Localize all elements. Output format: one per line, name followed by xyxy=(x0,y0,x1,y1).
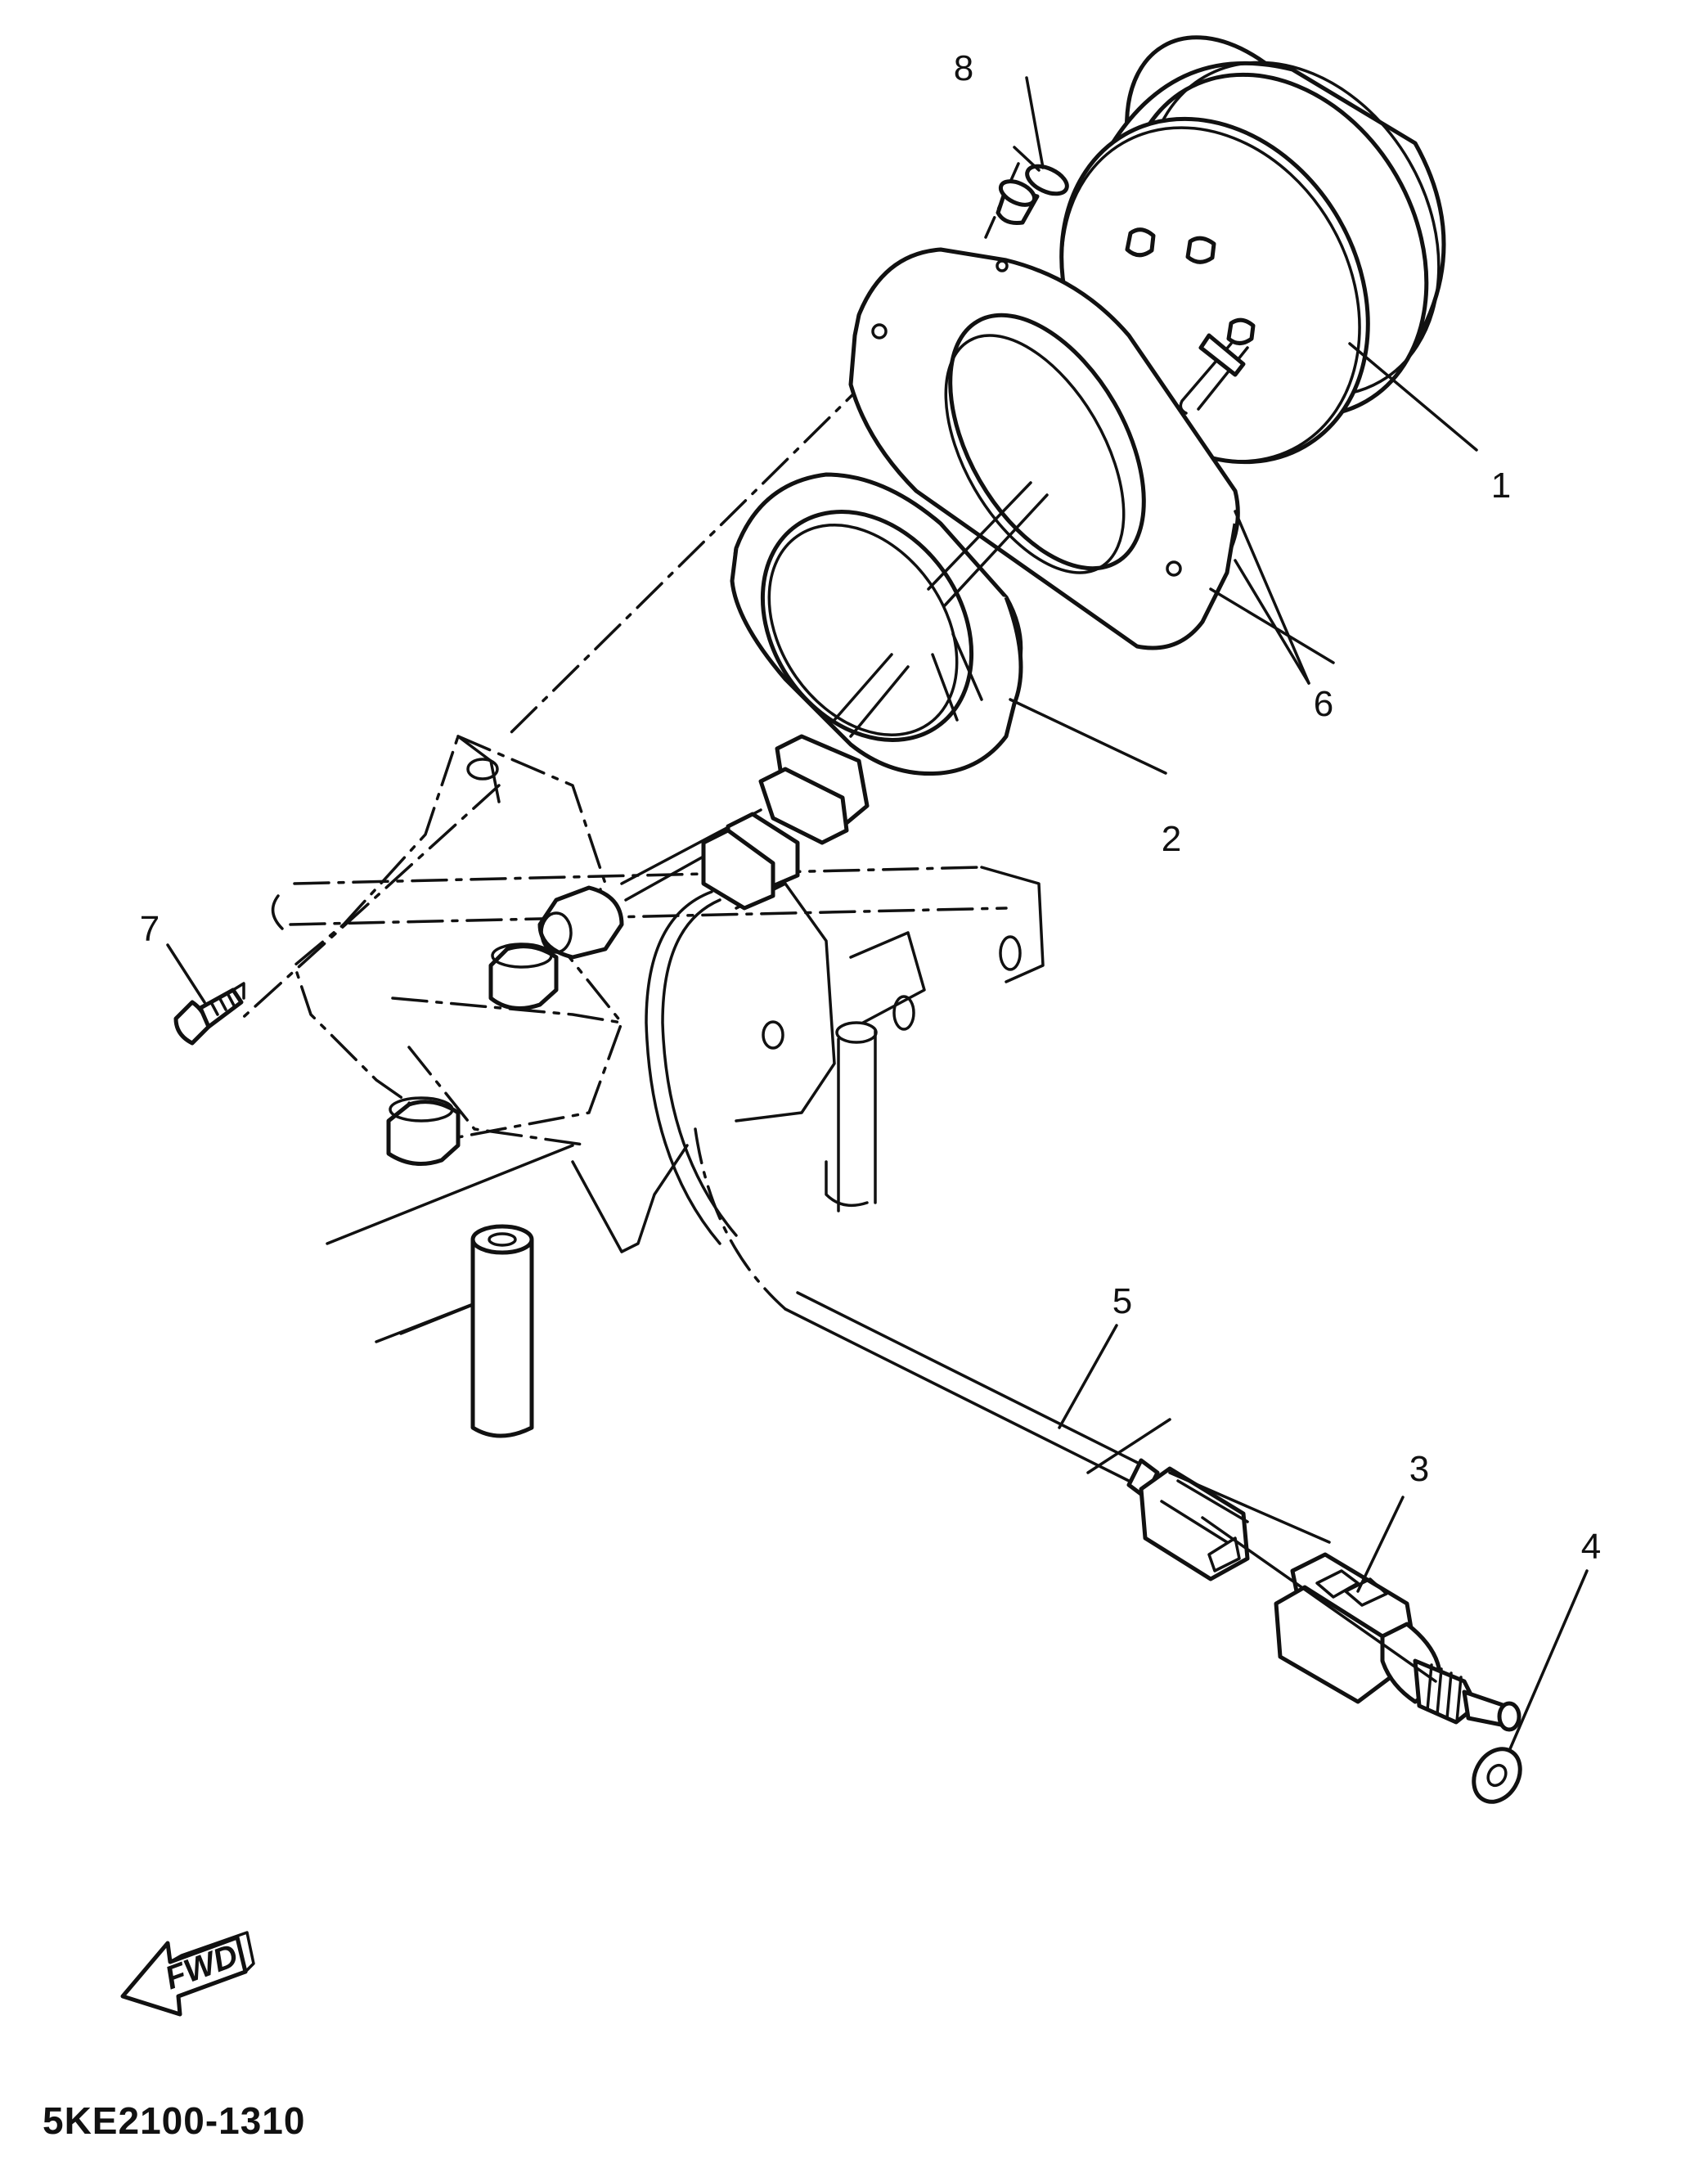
part-5-lead-wire xyxy=(645,890,1250,1581)
callout-8: 8 xyxy=(954,48,973,88)
assembly-guide-lines xyxy=(236,162,1020,1311)
part-4-washer xyxy=(1472,1747,1522,1804)
callout-2: 2 xyxy=(1162,819,1181,859)
diagram-code: 5KE2100-1310 xyxy=(43,2099,306,2142)
callout-3: 3 xyxy=(1409,1449,1429,1489)
callout-4: 4 xyxy=(1581,1527,1601,1567)
part-2-rubber-holder xyxy=(730,472,1023,776)
meter-wire-harness xyxy=(537,481,1049,960)
part-7-screw xyxy=(173,982,245,1046)
callout-1: 1 xyxy=(1491,466,1511,506)
mounting-bracket-frame xyxy=(271,734,1045,1438)
part-6-mounting-plate xyxy=(848,247,1240,650)
callout-labels: 1 2 3 4 5 6 7 8 xyxy=(140,48,1601,1567)
part-3-sensor xyxy=(1274,1552,1521,1732)
callout-leaders xyxy=(166,76,1589,1752)
callout-6: 6 xyxy=(1314,684,1333,724)
callout-5: 5 xyxy=(1112,1281,1132,1321)
forward-arrow-icon: FWD xyxy=(120,1931,255,2017)
part-8-grommet-pin xyxy=(996,164,1069,225)
callout-7: 7 xyxy=(140,909,160,949)
